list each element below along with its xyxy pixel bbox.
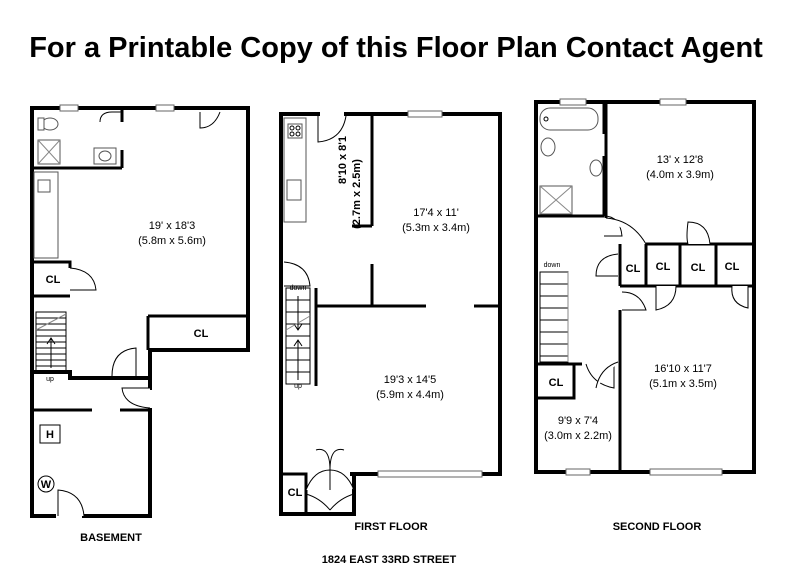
toilet xyxy=(589,159,603,177)
closet-label: CL xyxy=(691,262,706,274)
room-dimensions-m: (5.8m x 5.6m) xyxy=(138,235,206,247)
address: 1824 EAST 33RD STREET xyxy=(322,554,457,566)
room-dimensions-m: (3.0m x 2.2m) xyxy=(544,430,612,442)
second-floor-plan: CL CL CL CL down CL 13' x 12'8 (4.0m x 3… xyxy=(534,98,756,533)
window xyxy=(559,98,587,106)
room-dimensions-ft: 8'10 x 8'1 xyxy=(337,136,349,184)
window xyxy=(59,104,79,112)
bath-sink xyxy=(540,137,556,157)
closet-label: CL xyxy=(46,274,61,286)
floor-caption: FIRST FLOOR xyxy=(354,521,427,533)
window xyxy=(377,470,483,478)
room-dimensions-ft: 17'4 x 11' xyxy=(413,207,459,219)
floor-caption: BASEMENT xyxy=(80,532,142,544)
first-floor-plan: down up CL 8'10 x 8'1 (2.7m x 2.5m) 17'4… xyxy=(279,110,502,533)
floor-caption: SECOND FLOOR xyxy=(613,521,702,533)
kitchen-label: 8'10 x 8'1 (2.7m x 2.5m) xyxy=(337,136,363,229)
stair-label-down: down xyxy=(544,262,561,269)
window xyxy=(649,468,723,476)
closet-label: CL xyxy=(549,377,564,389)
stairs xyxy=(539,271,569,363)
window xyxy=(659,98,687,106)
window xyxy=(407,110,443,118)
basement-plan: CL CL up H W 19' x 18'3 (5.8m x 5.6m) BA… xyxy=(30,104,250,544)
bathtub xyxy=(539,107,599,131)
stair-label-up: up xyxy=(294,383,302,390)
room-dimensions-ft: 19'3 x 14'5 xyxy=(384,374,437,386)
washer-label: W xyxy=(41,479,52,491)
room-dimensions-m: (5.1m x 3.5m) xyxy=(649,378,717,390)
stairs xyxy=(35,311,67,373)
room-dimensions-ft: 13' x 12'8 xyxy=(657,154,703,166)
closet-label: CL xyxy=(194,328,209,340)
stair-label-down: down xyxy=(290,285,307,292)
stairs xyxy=(285,287,311,385)
room-dimensions-m: (5.3m x 3.4m) xyxy=(402,222,470,234)
room-dimensions-ft: 19' x 18'3 xyxy=(149,220,195,232)
room-dimensions-ft: 16'10 x 11'7 xyxy=(654,363,712,375)
stair-label: up xyxy=(46,376,54,383)
room-dimensions-ft: 9'9 x 7'4 xyxy=(558,415,598,427)
room-dimensions-m: (5.9m x 4.4m) xyxy=(376,389,444,401)
window xyxy=(155,104,175,112)
heater xyxy=(39,424,61,444)
stove xyxy=(287,123,303,139)
room-dimensions-m: (2.7m x 2.5m) xyxy=(351,159,363,229)
closet-label: CL xyxy=(626,263,641,275)
heater-label: H xyxy=(46,429,54,441)
closet-label: CL xyxy=(656,261,671,273)
closet-label: CL xyxy=(288,487,303,499)
kitchen-sink xyxy=(286,179,302,201)
window xyxy=(565,468,591,476)
closet-label: CL xyxy=(725,261,740,273)
washer xyxy=(37,475,55,493)
room-dimensions-m: (4.0m x 3.9m) xyxy=(646,169,714,181)
page-title: For a Printable Copy of this Floor Plan … xyxy=(29,32,763,64)
